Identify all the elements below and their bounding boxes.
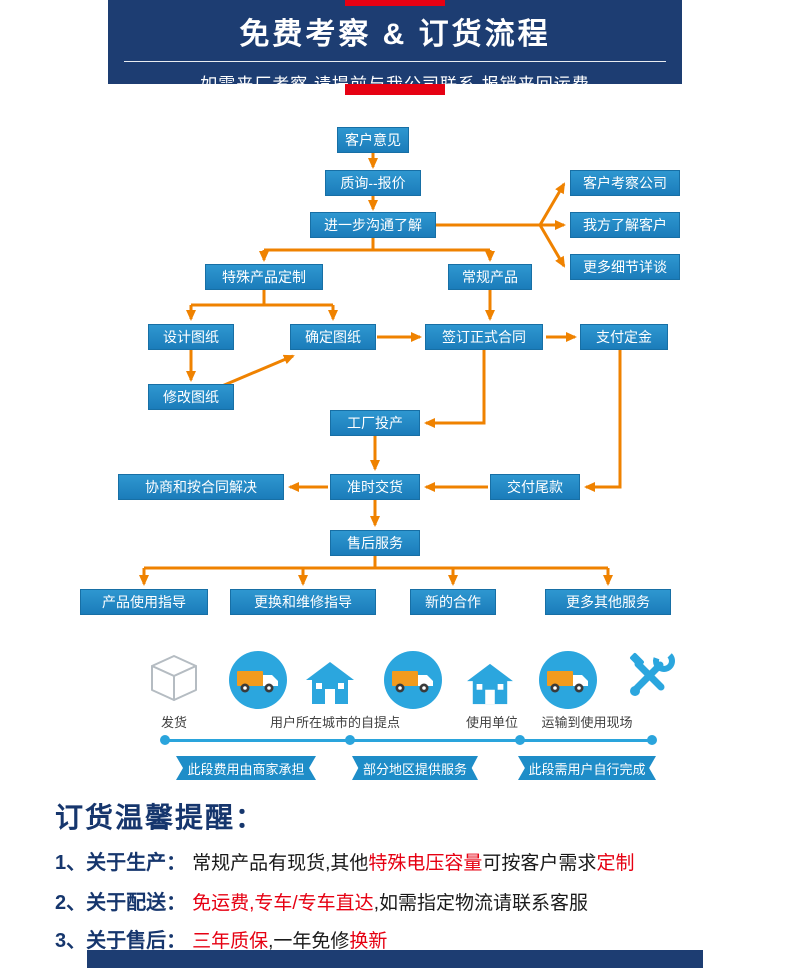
timeline	[163, 739, 653, 742]
item-text: 常规产品有现货,其他	[192, 853, 369, 874]
timeline-ribbon: 此段费用由商家承担	[176, 756, 316, 780]
flow-node-sign-contract: 签订正式合同	[425, 324, 543, 350]
flow-node-visit-company: 客户考察公司	[570, 170, 680, 196]
reminder-item-delivery: 2、关于配送：免运费,专车/专车直达,如需指定物流请联系客服	[55, 886, 588, 915]
item-heading: 关于生产：	[86, 852, 187, 874]
item-heading: 关于配送：	[86, 892, 187, 914]
flow-node-factory-production: 工厂投产	[330, 410, 420, 436]
flow-node-design-drawing: 设计图纸	[148, 324, 234, 350]
flow-node-regular-product: 常规产品	[448, 264, 532, 290]
logistics-step-label: 发货	[160, 715, 187, 730]
flow-node-usage-guide: 产品使用指导	[80, 589, 208, 615]
reminder-title: 订货温馨提醒：	[55, 802, 266, 833]
timeline-ribbon: 此段需用户自行完成	[518, 756, 656, 780]
flow-node-understand-customer: 我方了解客户	[570, 212, 680, 238]
flow-node-pay-balance: 交付尾款	[490, 474, 580, 500]
reminder-item-production: 1、关于生产：常规产品有现货,其他特殊电压容量可按客户需求定制	[55, 846, 634, 875]
timeline-dot	[345, 735, 355, 745]
item-text-highlight: 定制	[596, 853, 635, 874]
logistics-step-label: 运输到使用现场	[541, 715, 633, 730]
timeline-ribbon: 部分地区提供服务	[352, 756, 478, 780]
red-accent-top	[345, 0, 445, 6]
flow-node-new-cooperation: 新的合作	[410, 589, 496, 615]
item-number: 1、	[55, 852, 87, 874]
footer-bar	[87, 950, 703, 968]
flow-node-special-custom: 特殊产品定制	[205, 264, 323, 290]
item-number: 3、	[55, 930, 87, 952]
item-text-highlight: 特殊电压容量	[368, 853, 483, 874]
flow-node-customer-feedback: 客户意见	[337, 127, 409, 153]
flow-node-confirm-drawing: 确定图纸	[290, 324, 376, 350]
house-icon	[466, 662, 514, 711]
item-text: ,一年免修	[268, 931, 350, 952]
timeline-dot	[515, 735, 525, 745]
item-text-highlight: 免运费,专车/专车直达	[192, 893, 374, 914]
flow-node-repair-guide: 更换和维修指导	[230, 589, 376, 615]
house-icon	[305, 660, 355, 711]
flow-node-more-details: 更多细节详谈	[570, 254, 680, 280]
item-text: ,如需指定物流请联系客服	[373, 893, 588, 914]
header-banner: 免费考察 & 订货流程 如需来厂考察,请提前与我公司联系,报销来回运费	[108, 0, 682, 95]
item-number: 2、	[55, 892, 87, 914]
truck-icon	[228, 650, 288, 715]
flow-node-pay-deposit: 支付定金	[580, 324, 668, 350]
tools-icon	[622, 648, 676, 707]
truck-icon	[383, 650, 443, 715]
carton-icon	[146, 652, 202, 709]
flow-node-on-time-delivery: 准时交货	[330, 474, 420, 500]
page-title: 免费考察 & 订货流程	[239, 18, 551, 51]
reminder-item-aftersales: 3、关于售后：三年质保,一年免修换新	[55, 924, 387, 953]
item-text-highlight: 换新	[349, 931, 388, 952]
logistics-step-label: 用户所在城市的自提点	[269, 715, 400, 730]
flow-node-more-services: 更多其他服务	[545, 589, 671, 615]
item-text: 可按客户需求	[482, 853, 597, 874]
flow-node-further-communication: 进一步沟通了解	[310, 212, 436, 238]
timeline-dot	[160, 735, 170, 745]
flow-node-after-sales: 售后服务	[330, 530, 420, 556]
logistics-step-label: 使用单位	[465, 715, 518, 730]
flow-node-negotiate: 协商和按合同解决	[118, 474, 284, 500]
flow-node-modify-drawing: 修改图纸	[148, 384, 234, 410]
flow-node-inquiry-quote: 质询--报价	[325, 170, 421, 196]
timeline-dot	[647, 735, 657, 745]
truck-icon	[538, 650, 598, 715]
item-text-highlight: 三年质保	[192, 931, 269, 952]
banner-divider	[124, 61, 666, 62]
red-accent-bottom	[345, 84, 445, 95]
item-heading: 关于售后：	[86, 930, 187, 952]
